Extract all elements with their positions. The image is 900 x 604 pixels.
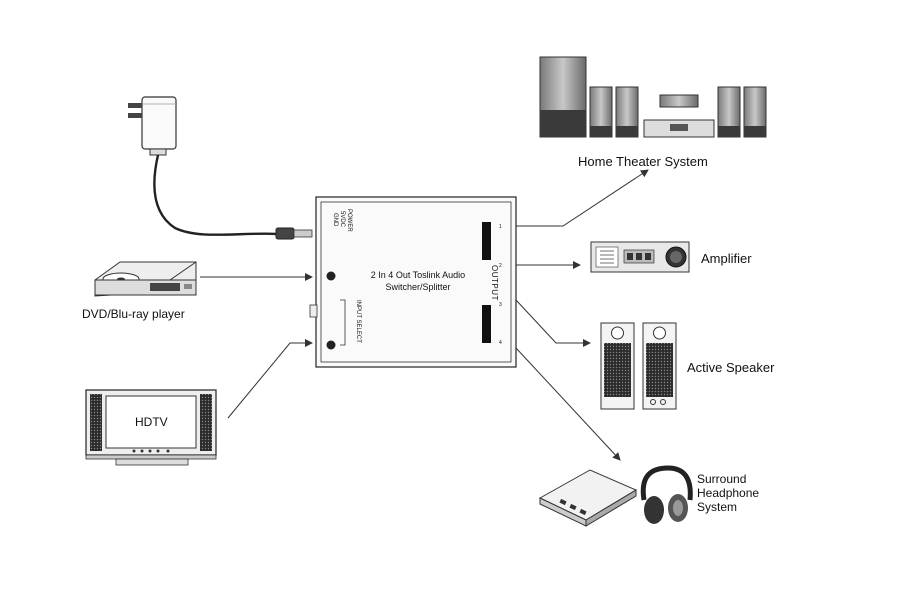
hdtv-screen-label: HDTV bbox=[135, 415, 168, 429]
output-4-port-icon bbox=[482, 305, 491, 343]
active-speaker-icon bbox=[600, 322, 677, 410]
headphone-label-line2: Headphone bbox=[697, 486, 760, 500]
active-speaker-label: Active Speaker bbox=[687, 360, 775, 375]
input-1-port-icon bbox=[326, 271, 336, 281]
home-theater-label: Home Theater System bbox=[578, 154, 708, 169]
output-label: OUTPUT bbox=[490, 265, 499, 301]
input-select-bracket bbox=[340, 299, 346, 346]
switcher-title-line2: Switcher/Splitter bbox=[385, 282, 451, 292]
switcher-title-line1: 2 In 4 Out Toslink Audio bbox=[370, 270, 466, 280]
arrow-output-to-speakers bbox=[515, 299, 591, 347]
connection-arrows bbox=[200, 169, 649, 461]
arrow-output-to-headphones bbox=[515, 347, 621, 461]
dvd-bluray-player-icon bbox=[94, 261, 197, 297]
arrow-hdtv-to-input2 bbox=[227, 339, 313, 419]
input-select-button-icon bbox=[309, 304, 318, 318]
rating-label: GND bbox=[332, 213, 338, 227]
output-number-2: 2 bbox=[499, 263, 502, 269]
amplifier-icon bbox=[590, 241, 690, 273]
hdtv-icon bbox=[85, 389, 217, 466]
headphone-label-line1: Surround bbox=[697, 472, 747, 486]
surround-headphone-system-icon bbox=[538, 465, 693, 527]
switcher-splitter-box bbox=[309, 196, 517, 368]
output-number-1: 1 bbox=[499, 224, 502, 230]
home-theater-system-icon bbox=[539, 56, 767, 138]
output-number-3: 3 bbox=[499, 302, 502, 308]
dvd-player-label: DVD/Blu-ray player bbox=[82, 307, 185, 321]
power-label: POWER bbox=[346, 209, 352, 232]
power-adapter-icon bbox=[128, 96, 177, 156]
output-1-port-icon bbox=[482, 222, 491, 260]
output-number-4: 4 bbox=[499, 340, 502, 346]
headphone-label-line3: System bbox=[697, 500, 738, 514]
power-cable bbox=[153, 154, 279, 236]
input-select-label: INPUT SELECT bbox=[355, 300, 361, 343]
amplifier-label: Amplifier bbox=[701, 251, 752, 266]
arrow-output-to-home-theater bbox=[516, 169, 649, 227]
input-2-port-icon bbox=[326, 340, 336, 350]
voltage-label: 5VDC bbox=[339, 211, 345, 228]
dc-plug-icon bbox=[275, 227, 313, 240]
